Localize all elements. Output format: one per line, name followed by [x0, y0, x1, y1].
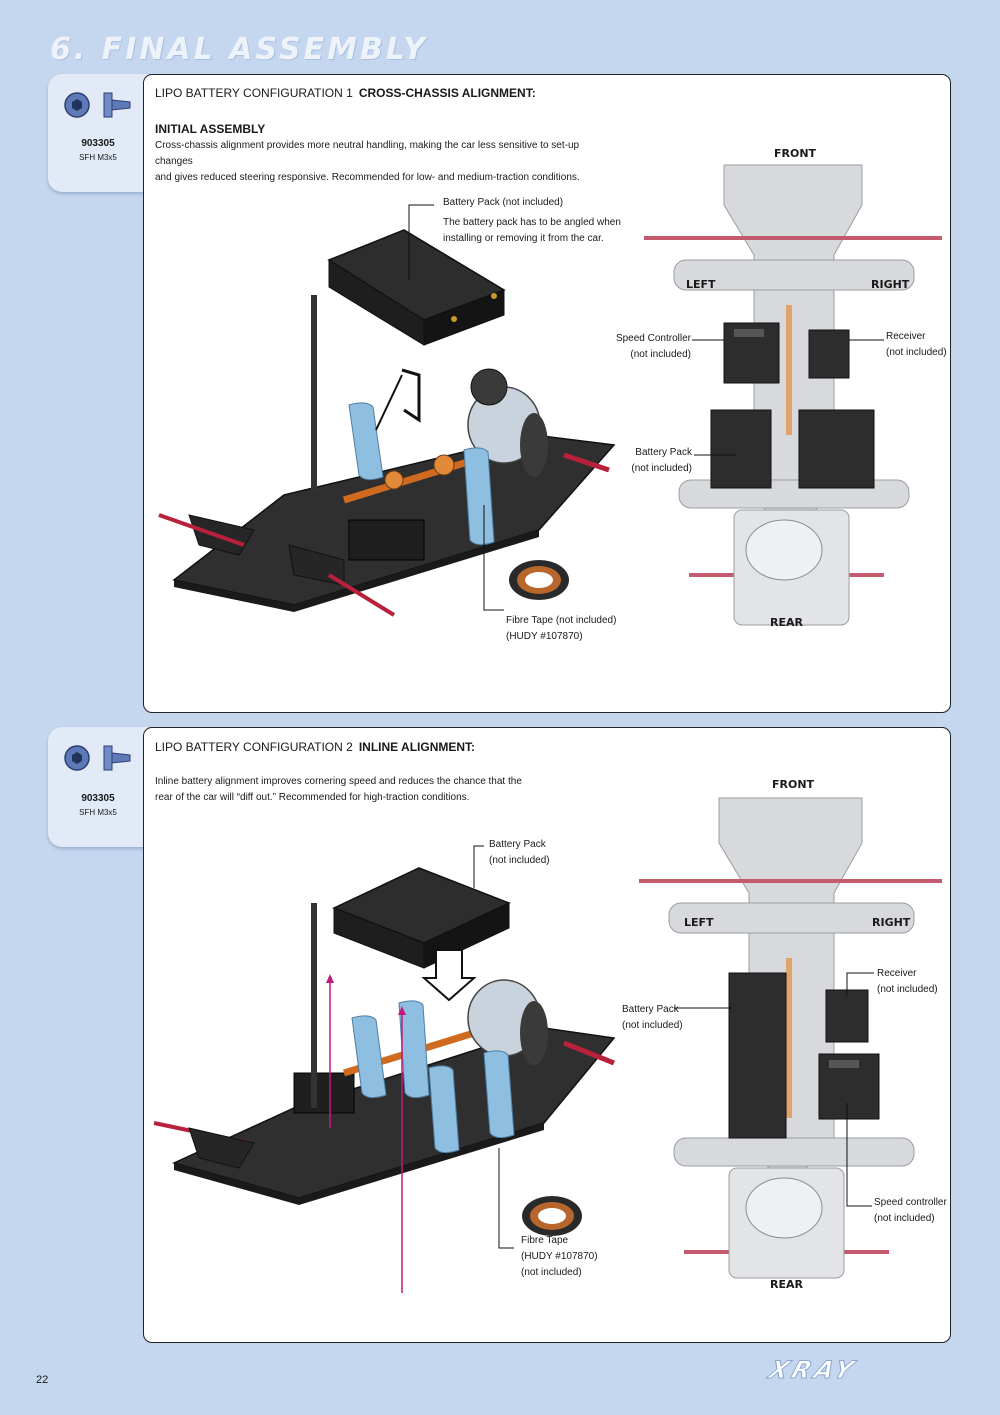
fibre-tape-callout: Fibre Tape (not included) (HUDY #107870)	[506, 615, 617, 642]
direction-rear: REAR	[770, 616, 803, 629]
battery-callout: Battery Pack (not included)	[489, 839, 550, 866]
direction-right: RIGHT	[872, 916, 911, 929]
speed-controller-callout: Speed Controller (not included)	[615, 333, 691, 360]
direction-front: FRONT	[772, 778, 815, 791]
countersunk-screw-icon	[64, 92, 131, 118]
isometric-chassis-illustration	[153, 797, 942, 1293]
hardware-size: SFH M3x5	[79, 808, 117, 817]
direction-front: FRONT	[774, 147, 817, 160]
direction-left: LEFT	[686, 278, 716, 291]
page-number: 22	[36, 1374, 49, 1386]
hardware-size: SFH M3x5	[79, 153, 117, 162]
receiver-callout: Receiver (not included)	[886, 331, 947, 358]
hardware-tab: 903305 SFH M3x5	[48, 74, 148, 192]
battery-callout: Battery Pack (not included) The battery …	[443, 197, 621, 244]
receiver-callout: Receiver (not included)	[877, 968, 938, 995]
section-description: Cross-chassis alignment provides more ne…	[155, 140, 580, 183]
page-title: 6. FINAL ASSEMBLY	[50, 32, 428, 67]
fibre-tape-callout: Fibre Tape (HUDY #107870) (not included)	[521, 1235, 598, 1278]
speed-controller-callout: Speed controller (not included)	[874, 1197, 947, 1224]
brand-logo: XRAY	[765, 1356, 861, 1385]
hardware-tab: 903305 SFH M3x5	[48, 727, 148, 847]
top-view-chassis	[644, 164, 942, 626]
direction-left: LEFT	[684, 916, 714, 929]
hardware-code: 903305	[81, 138, 115, 149]
hardware-code: 903305	[81, 793, 115, 804]
battery-pack-callout: Battery Pack (not included)	[622, 1004, 683, 1031]
section-description: Inline battery alignment improves corner…	[155, 776, 522, 803]
direction-rear: REAR	[770, 1278, 803, 1291]
subheading: INITIAL ASSEMBLY	[155, 122, 266, 136]
battery-pack-callout: Battery Pack (not included)	[631, 447, 692, 474]
direction-right: RIGHT	[871, 278, 910, 291]
top-view-chassis	[639, 797, 942, 1279]
isometric-chassis-illustration	[158, 164, 942, 626]
countersunk-screw-icon	[64, 745, 131, 771]
